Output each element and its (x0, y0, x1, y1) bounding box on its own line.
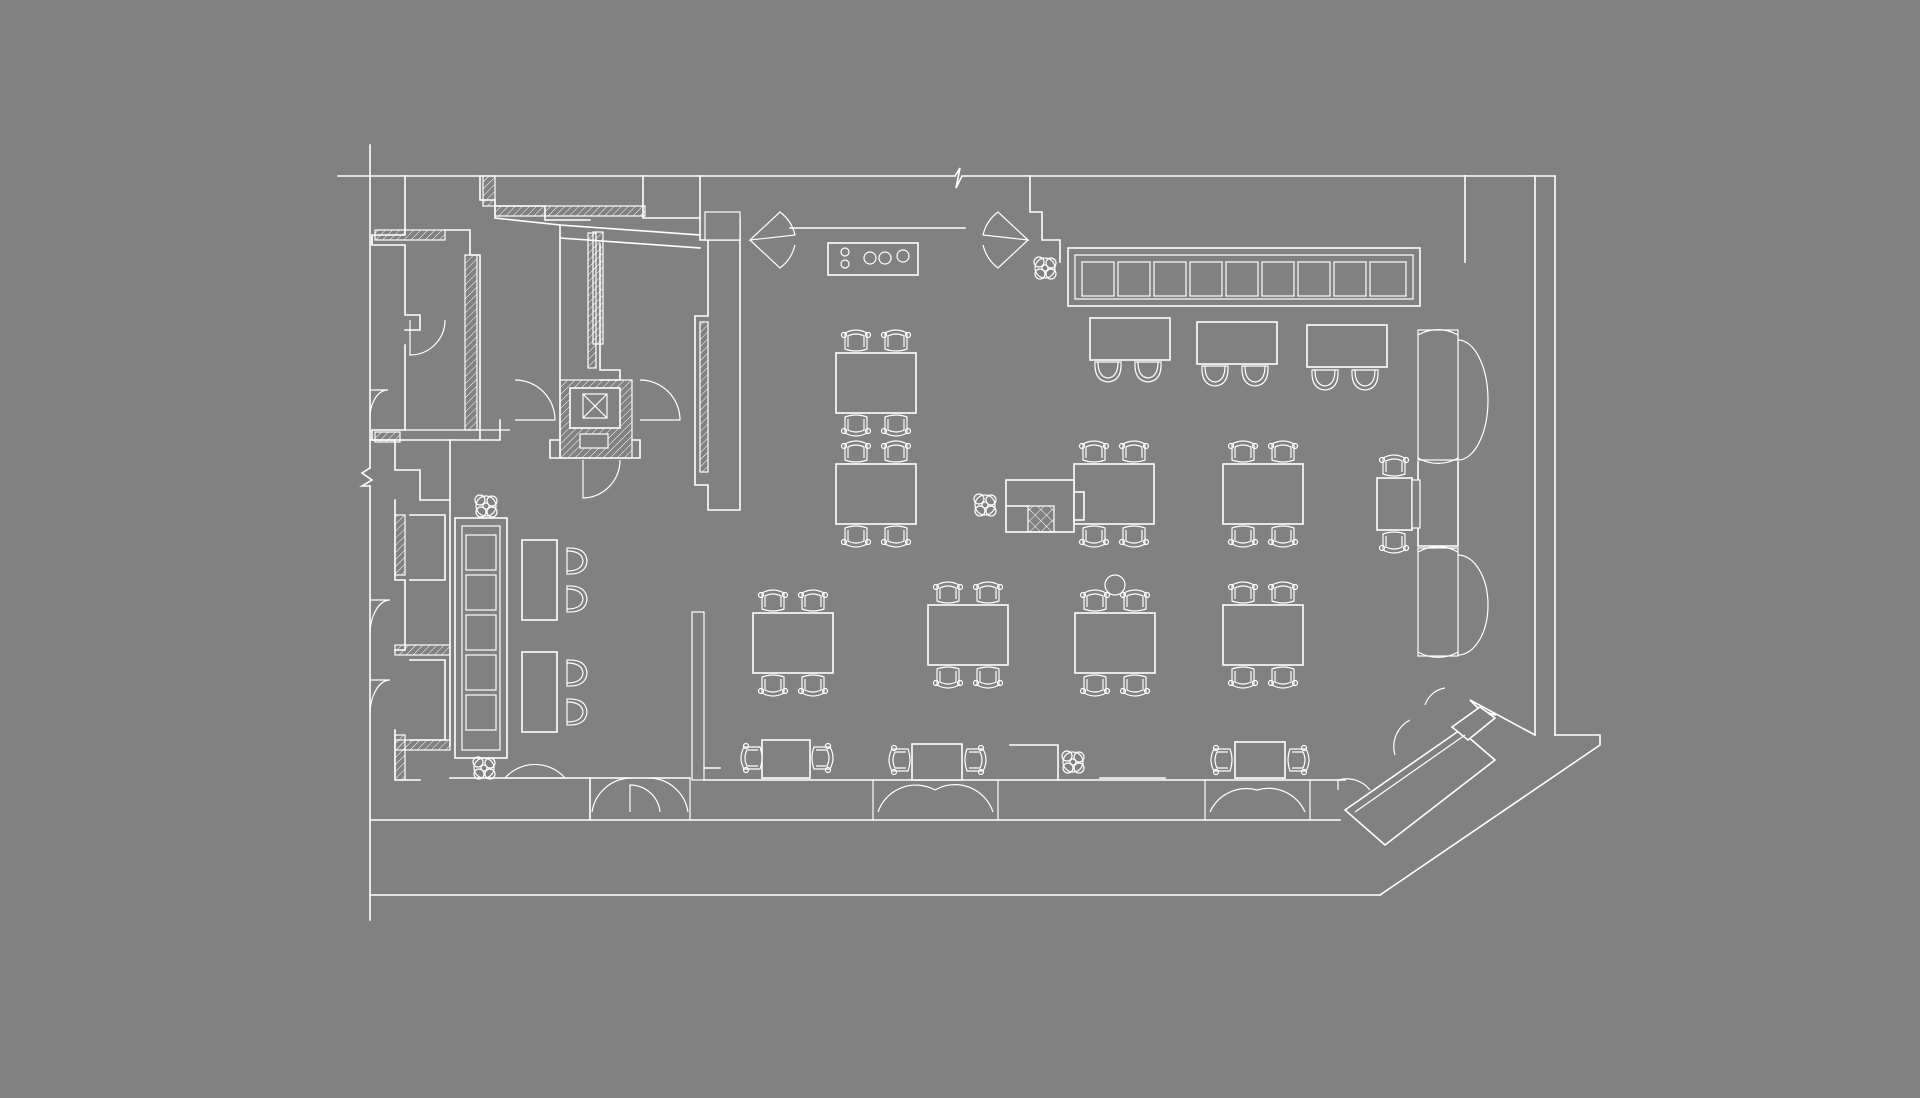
door-swing-icon (449, 763, 691, 821)
partition (691, 611, 1346, 781)
outer-walls (337, 144, 1601, 921)
chair-icon (740, 742, 1310, 776)
table-icon (761, 739, 1286, 781)
lamp-icon (1104, 574, 1126, 596)
window-bays (872, 780, 1311, 820)
table-icon (1089, 317, 1388, 368)
sofa-icon (1067, 247, 1421, 307)
door-swing-icon (699, 175, 1061, 269)
service-station (1005, 479, 1085, 533)
washroom-block (369, 431, 451, 781)
table-icon (521, 539, 558, 733)
table-icon (1376, 477, 1421, 531)
bar-counter (1337, 687, 1497, 847)
plant-icon (472, 256, 1085, 780)
kitchen-block (371, 175, 741, 511)
chair-icon (566, 547, 588, 726)
sofa-icon (454, 517, 508, 759)
kitchen-counter-icon (789, 227, 966, 276)
elevator-icon (549, 379, 641, 459)
door-swing-icon (369, 319, 681, 499)
door-swing-icon (1417, 329, 1489, 658)
